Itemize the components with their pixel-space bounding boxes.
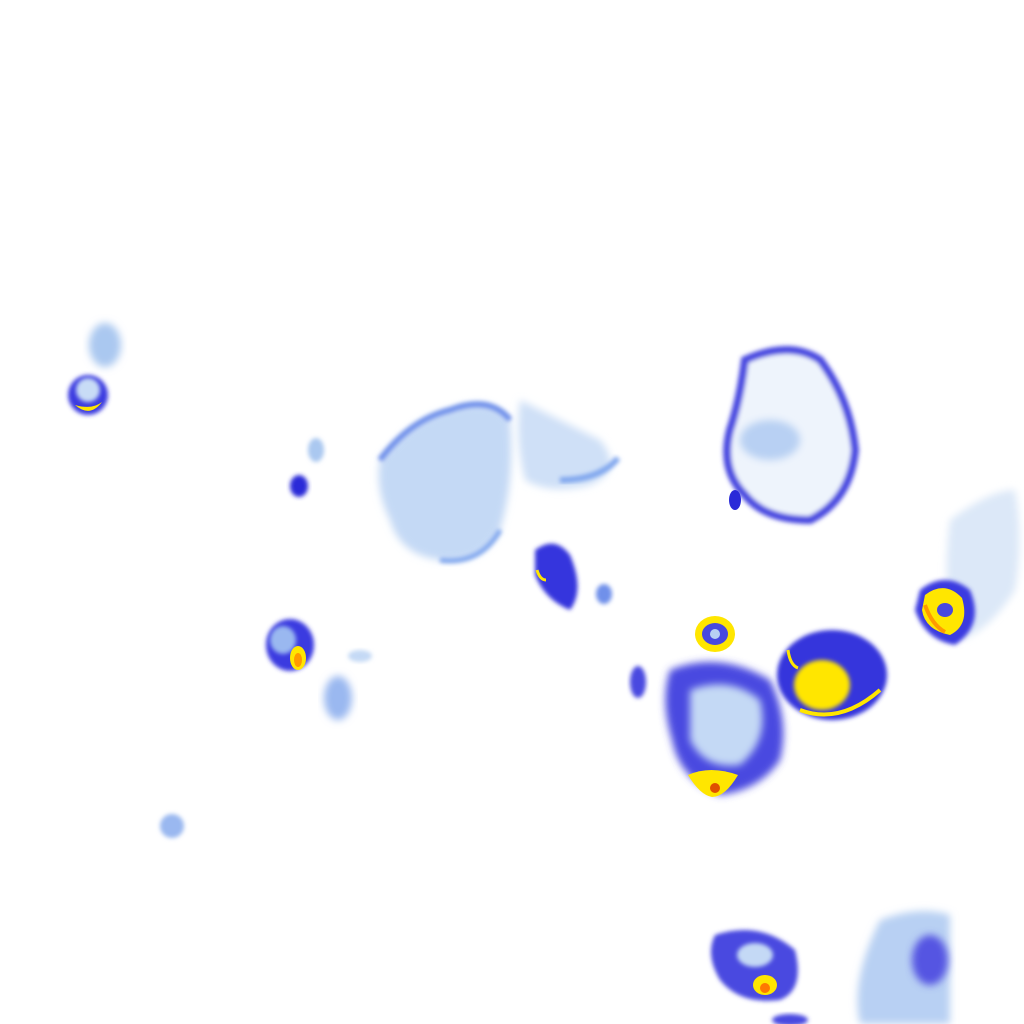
cell-blob	[711, 911, 950, 1024]
cell-blob	[723, 346, 860, 525]
cell-blob	[68, 323, 121, 415]
cell-blob	[377, 400, 621, 564]
cell-blob	[160, 814, 184, 838]
cell-blob	[777, 630, 887, 720]
cell-blob	[266, 619, 372, 720]
cell-blob	[290, 438, 324, 497]
cell-blob	[915, 490, 1020, 645]
cell-blob	[695, 616, 735, 652]
cell-blob	[630, 662, 784, 797]
cell-blob	[535, 543, 612, 610]
